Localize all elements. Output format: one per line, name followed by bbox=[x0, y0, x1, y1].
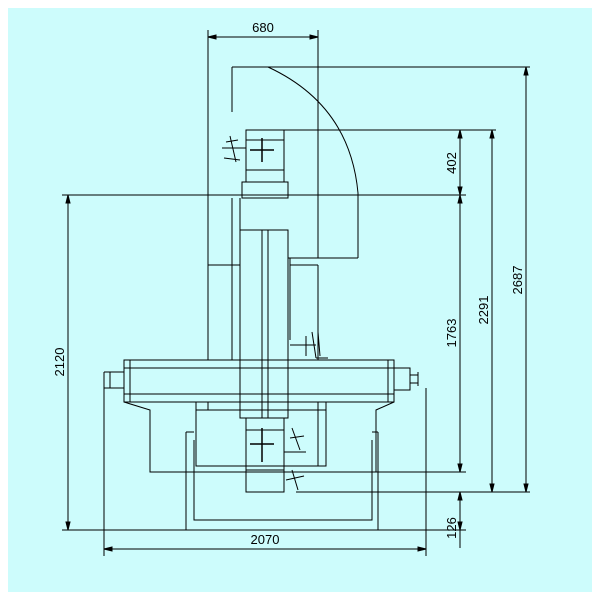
dim-label-2291: 2291 bbox=[476, 296, 491, 325]
dim-label-1763: 1763 bbox=[444, 319, 459, 348]
dim-label-2070: 2070 bbox=[251, 532, 280, 547]
base-housing bbox=[123, 401, 395, 473]
drawing-sheet bbox=[8, 8, 592, 592]
column-handwheel bbox=[290, 331, 328, 359]
arc-guard bbox=[232, 66, 359, 194]
lower-handwheel bbox=[284, 427, 306, 491]
upper-handwheel bbox=[222, 135, 246, 163]
dim-label-402: 402 bbox=[444, 152, 459, 174]
dim-label-2687: 2687 bbox=[510, 266, 525, 295]
dim-label-126: 126 bbox=[444, 517, 459, 539]
lower-carriage bbox=[195, 401, 327, 467]
dim-label-2120: 2120 bbox=[52, 348, 67, 377]
beam-end-cap-right bbox=[393, 367, 411, 391]
dim-label-680: 680 bbox=[252, 20, 274, 35]
